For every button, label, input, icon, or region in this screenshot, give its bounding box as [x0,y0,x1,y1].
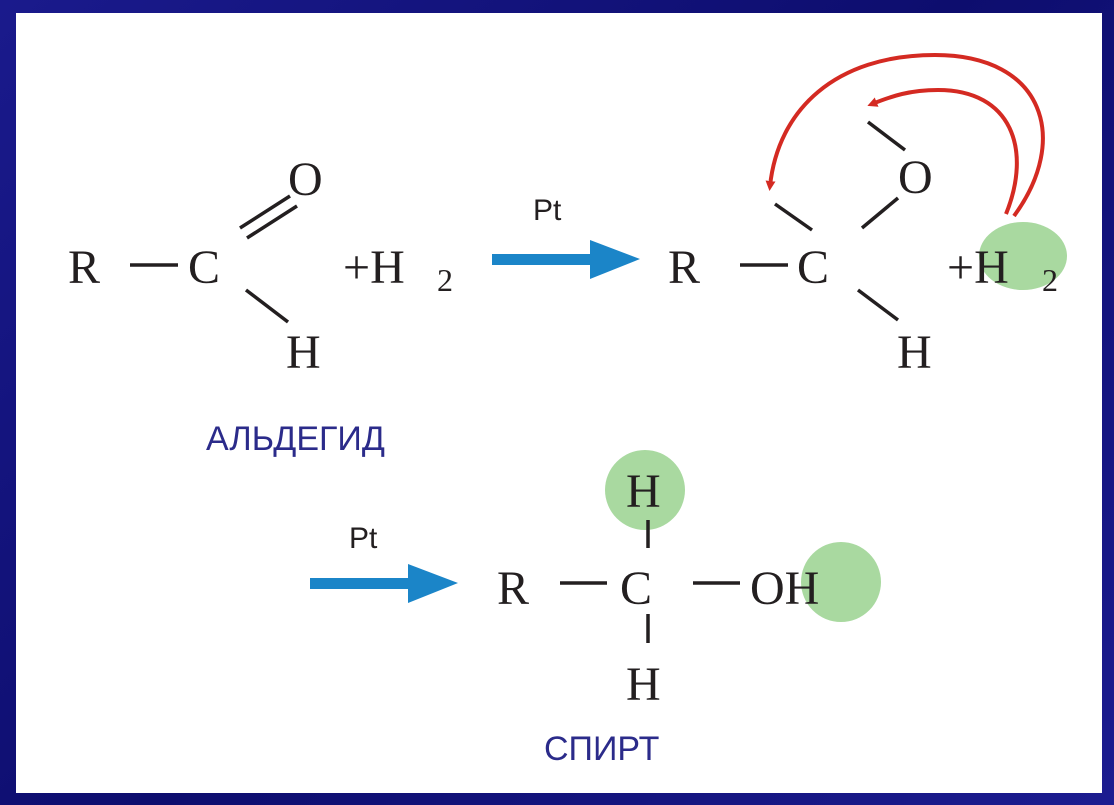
curved-arrow-outer [765,52,1045,218]
aldehyde-h-atom: H [286,326,321,379]
arrow-1-head [590,240,640,279]
alcohol-h-top-atom: H [626,465,661,518]
alcohol-label: СПИРТ [544,730,659,768]
aldehyde-c-h-bond [244,288,290,324]
intermediate-o-atom: O [898,151,933,204]
h-top-highlight [605,450,685,530]
reaction-arrow-1: Pt [492,194,640,279]
aldehyde-double-bond-a [239,194,291,230]
intermediate-r-atom: R [668,241,700,294]
h2-highlight [979,222,1067,290]
intermediate-structure: R C O H +H 2 [668,120,1067,379]
reaction-arrow-2: Pt [310,522,458,603]
intermediate-c-o-bond [860,196,900,230]
alcohol-c-atom: C [620,562,652,615]
alcohol-oh-group: OH [750,562,819,615]
content-panel [16,13,1102,793]
aldehyde-double-bond-b [246,204,298,240]
arrow-2-head [408,564,458,603]
intermediate-o-upper-bond [866,120,907,152]
intermediate-c-atom: C [797,241,829,294]
intermediate-h2-subscript: 2 [1042,262,1058,298]
oh-highlight [801,542,881,622]
intermediate-h2-plus-h: +H [947,241,1009,294]
intermediate-c-h-bond [856,288,900,322]
electron-arrows [765,52,1045,218]
arrow-2-shaft [310,578,412,589]
aldehyde-structure: R C O H [68,153,323,379]
alcohol-h-bottom-atom: H [626,658,661,711]
catalyst-label-1: Pt [533,194,562,227]
intermediate-h-atom: H [897,326,932,379]
alcohol-r-atom: R [497,562,529,615]
aldehyde-r-atom: R [68,241,100,294]
curved-arrow-inner [867,87,1019,215]
intermediate-c-upper-bond [773,202,814,232]
hydrogen-reagent-1: +H 2 [343,241,453,298]
aldehyde-c-atom: C [188,241,220,294]
aldehyde-label: АЛЬДЕГИД [206,420,385,458]
alcohol-structure: H R C OH H [497,450,881,711]
aldehyde-o-atom: O [288,153,323,206]
catalyst-label-2: Pt [349,522,378,555]
h2-subscript: 2 [437,262,453,298]
arrow-1-shaft [492,254,594,265]
h2-plus-h: +H [343,241,405,294]
